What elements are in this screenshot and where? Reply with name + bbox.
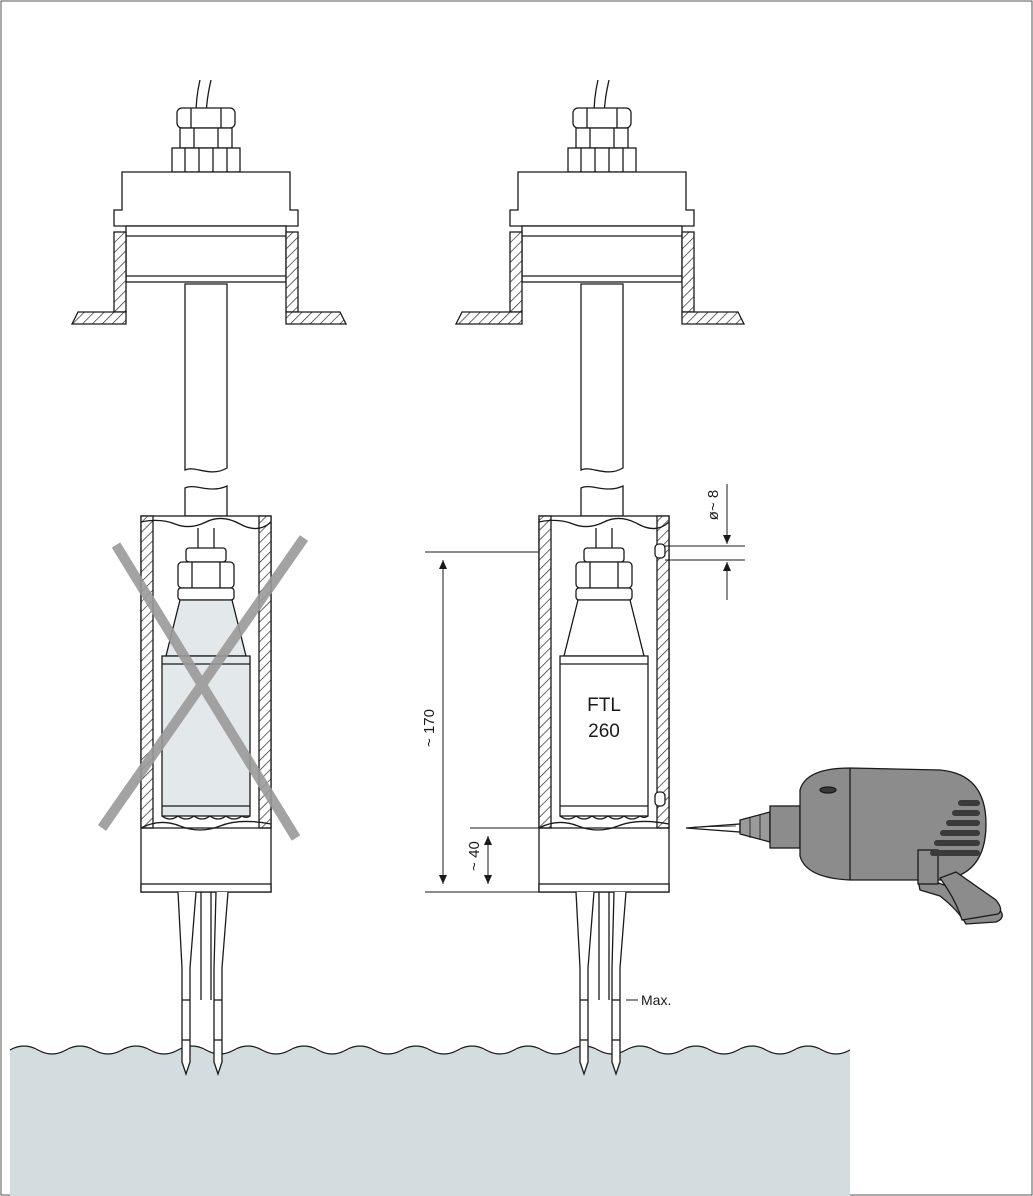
cable-gland	[567, 107, 637, 173]
cable-gland	[171, 107, 241, 173]
dim-hole-label: ø~ 8	[705, 490, 722, 520]
right-assembly-correct	[454, 79, 746, 1077]
dim-lower-label: ~ 40	[466, 841, 483, 871]
housing-lid	[509, 171, 695, 227]
model-label-line2: 260	[588, 721, 620, 742]
tuning-fork	[177, 891, 229, 1077]
vent-hole-bottom	[654, 791, 666, 807]
dimension-lines	[425, 484, 745, 1001]
tuning-fork	[575, 891, 627, 1077]
grip-ribs	[930, 800, 980, 856]
vent-hole-top	[654, 543, 666, 559]
mounting-flange	[70, 231, 348, 325]
mounting-flange	[454, 231, 746, 325]
power-drill-icon	[685, 767, 1003, 925]
model-label-line1: FTL	[587, 695, 621, 716]
dim-total-label: ~ 170	[421, 709, 438, 747]
housing-body	[521, 225, 683, 283]
left-assembly-wrong	[70, 79, 348, 1077]
max-level-label: Max.	[641, 992, 671, 1008]
housing-lid	[113, 171, 299, 227]
extension-pipe	[580, 283, 624, 517]
liquid-body	[10, 1046, 850, 1196]
sensor-inside-tube	[559, 528, 649, 820]
liquid-surface	[9, 1045, 851, 1055]
extension-pipe	[184, 283, 228, 517]
housing-body	[125, 225, 287, 283]
x-cross-icon	[97, 535, 309, 841]
